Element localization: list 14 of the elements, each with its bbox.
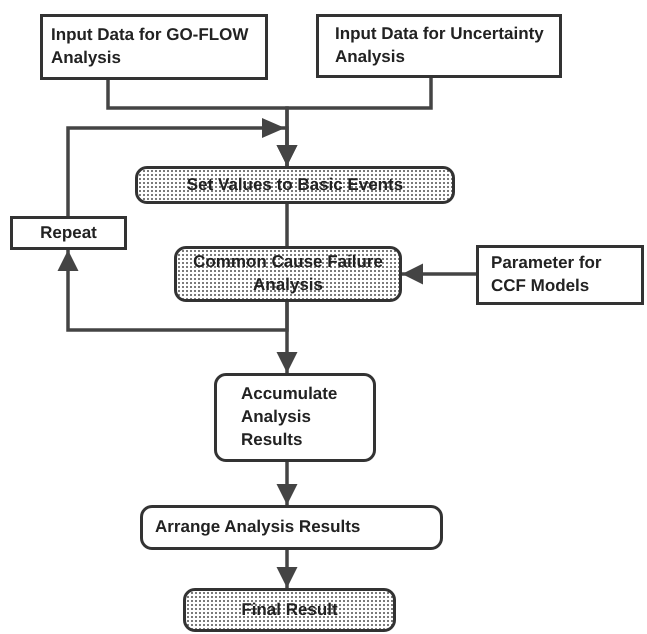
process-box: Set Values to Basic Events [135,166,455,204]
input-box: Input Data for GO-FLOW Analysis [40,14,268,80]
arrow [276,462,298,505]
arrow [276,550,298,588]
process-box: Accumulate Analysis Results [214,373,376,462]
input-box: Parameter for CCF Models [476,245,644,305]
arrow [66,126,298,216]
arrow [402,264,476,284]
result-box: Final Result [183,588,396,632]
input-box: Input Data for Uncertainty Analysis [316,14,562,78]
arrow [276,302,298,373]
repeat-box: Repeat [10,216,127,250]
process-box: Common Cause Failure Analysis [174,246,402,302]
process-box: Arrange Analysis Results [140,505,443,550]
